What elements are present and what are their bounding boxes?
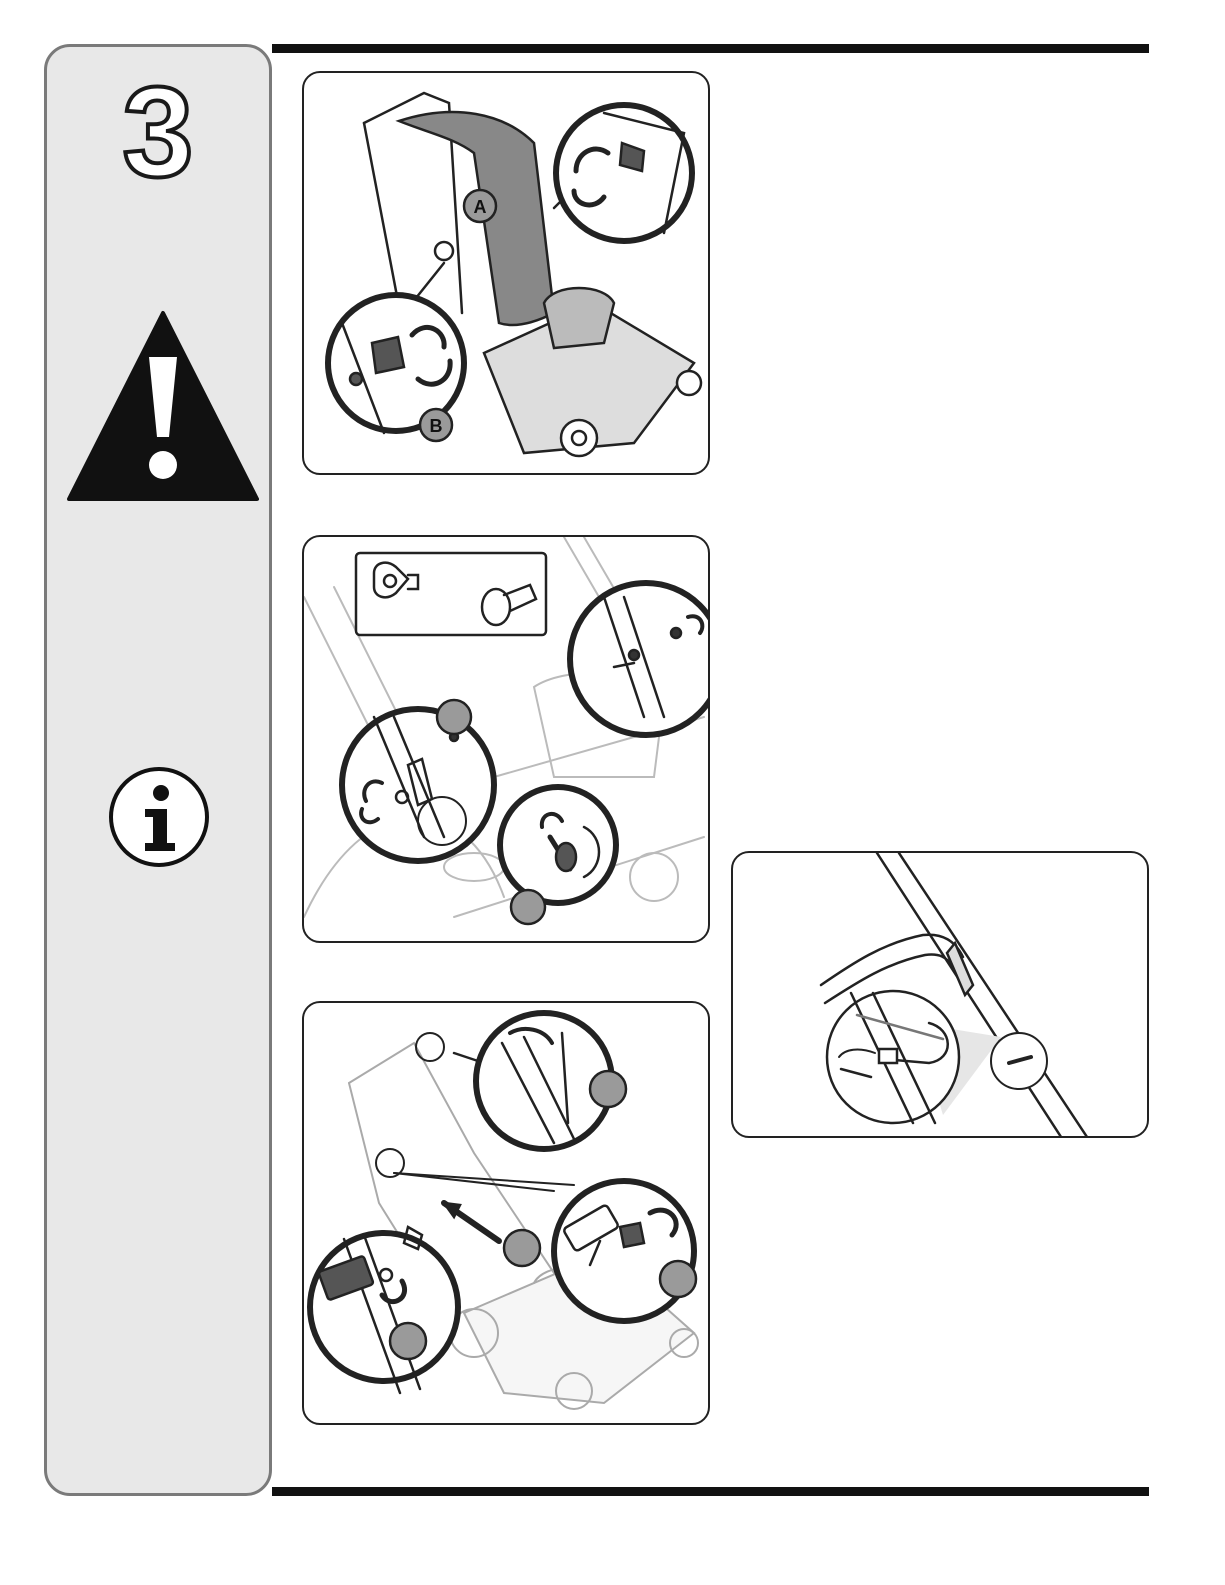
callout-badge-4 bbox=[504, 1230, 540, 1266]
warning-triangle-icon bbox=[67, 309, 259, 501]
figure-rope-guide bbox=[302, 1001, 710, 1425]
step-number: 3 bbox=[47, 69, 269, 197]
svg-text:A: A bbox=[474, 197, 487, 217]
callout-badge-2 bbox=[511, 890, 545, 924]
figure-cable-tie bbox=[731, 851, 1149, 1138]
callout-badge-3 bbox=[590, 1071, 626, 1107]
callout-badge-6 bbox=[390, 1323, 426, 1359]
callout-a: A bbox=[464, 190, 496, 222]
header-rule bbox=[272, 44, 1149, 53]
figure-handle-bolts bbox=[302, 535, 710, 943]
callout-badge-1 bbox=[437, 700, 471, 734]
handle-bolt-illustration bbox=[304, 537, 710, 943]
cable-tie-illustration bbox=[733, 853, 1149, 1138]
step-sidebar: 3 bbox=[44, 44, 272, 1496]
callout-badge-5 bbox=[660, 1261, 696, 1297]
info-circle-icon bbox=[107, 765, 211, 869]
figure-chute-attach: A B bbox=[302, 71, 710, 475]
callout-b: B bbox=[420, 409, 452, 441]
footer-rule bbox=[272, 1487, 1149, 1496]
mower-chute-illustration: A B bbox=[304, 73, 710, 475]
svg-text:B: B bbox=[430, 416, 443, 436]
rope-guide-illustration bbox=[304, 1003, 710, 1425]
